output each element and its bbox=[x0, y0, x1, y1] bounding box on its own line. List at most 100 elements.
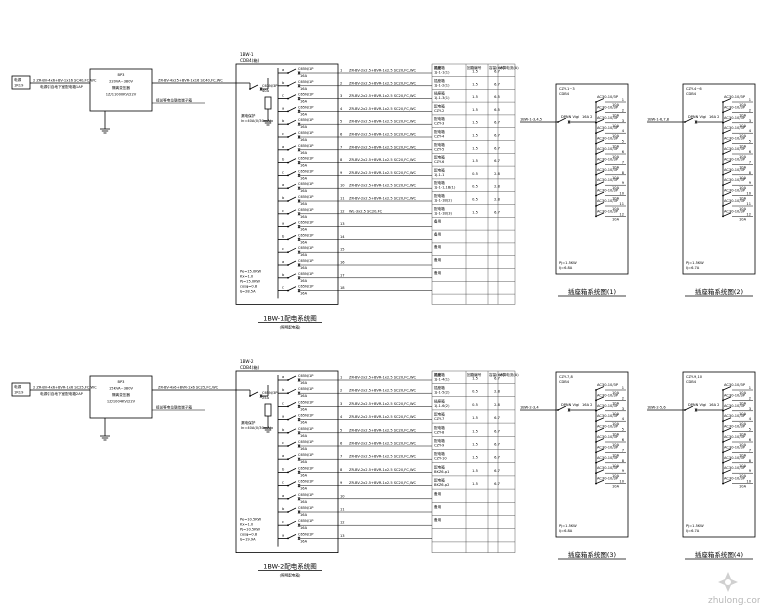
circuit-number: 1 bbox=[340, 376, 342, 380]
breaker-switch-symbol bbox=[287, 171, 301, 178]
outlet-switch-rating: 10A bbox=[612, 207, 620, 211]
circuit-load-label: 插座箱 bbox=[434, 91, 445, 96]
table-header-3: 容量(kW) bbox=[489, 372, 505, 377]
wire-line bbox=[722, 448, 732, 453]
panel-id: 1BW-1 bbox=[240, 52, 254, 57]
outlet-number: 11 bbox=[619, 202, 624, 206]
panel-type: CDB4(箱) bbox=[240, 57, 260, 64]
wire-line bbox=[722, 458, 732, 464]
wire-line bbox=[722, 160, 732, 165]
circuit-number: 13 bbox=[340, 534, 345, 538]
breaker-switch-symbol bbox=[287, 196, 301, 203]
breaker-switch-symbol bbox=[287, 260, 301, 267]
wire-line bbox=[287, 171, 297, 176]
outlet-switch-rating: 10A bbox=[612, 453, 620, 457]
circuit-cable: ZR-BV-2x2.5+BVR-1x2.5 SC20,FC,WC bbox=[349, 402, 417, 406]
circuit-breaker-rating: 16A bbox=[300, 292, 308, 296]
table-header-1: 用途 bbox=[434, 372, 442, 377]
circuit-breaker-rating: 16A bbox=[300, 176, 308, 180]
circuit-breaker-model: C65N/1P bbox=[298, 80, 314, 84]
outlet-switch-model: AC30-10/3P bbox=[597, 116, 619, 120]
circuit-phase: a bbox=[282, 222, 284, 226]
source-box-frame bbox=[11, 382, 31, 397]
wire-line bbox=[297, 84, 301, 88]
circuit-breaker-rating: 16A bbox=[300, 215, 308, 219]
breaker-switch-symbol bbox=[287, 481, 301, 488]
outlet-switch-model: AC30-10/3P bbox=[724, 137, 746, 141]
circuit-amp: 6.7 bbox=[494, 70, 500, 74]
circuit-breaker-model: C65N/1P bbox=[298, 453, 314, 457]
outlet-switch-model: AC30-10/3P bbox=[597, 105, 619, 109]
wire-line bbox=[722, 427, 732, 432]
circuit-number: 17 bbox=[340, 273, 345, 277]
wire-line bbox=[595, 129, 605, 134]
breaker-switch-symbol bbox=[287, 454, 301, 461]
outlet-number: 7 bbox=[749, 160, 751, 164]
breaker-switch-symbol bbox=[287, 520, 301, 527]
circuit-breaker-rating: 16A bbox=[300, 447, 308, 451]
outlet-number: 3 bbox=[749, 407, 751, 411]
breaker-switch-symbol bbox=[287, 534, 301, 541]
circuit-phase: a bbox=[282, 68, 284, 72]
outlet-switch-model: AC30-10/3P bbox=[724, 414, 746, 418]
breaker-switch-symbol bbox=[287, 145, 301, 152]
circuit-amp: 6.7 bbox=[494, 82, 500, 86]
circuit-breaker-rating: 16A bbox=[300, 487, 308, 491]
panel-load-info-3: Pj=10.5KW bbox=[240, 528, 260, 532]
circuit-breaker-rating: 16A bbox=[300, 473, 308, 477]
wire-line bbox=[287, 94, 297, 99]
outlet-number: 3 bbox=[622, 407, 624, 411]
table-header-2: 回路编号 bbox=[467, 65, 482, 70]
panel-load-info-4: cosφ=0.8 bbox=[240, 284, 258, 288]
wire-line bbox=[287, 507, 297, 513]
breaker-switch-symbol bbox=[287, 107, 301, 114]
circuit-phase: b bbox=[282, 273, 285, 277]
outlet-number: 8 bbox=[622, 459, 625, 463]
panel-enclosure bbox=[235, 370, 339, 554]
circuit-load-label: 配电箱 bbox=[434, 142, 445, 147]
wire-line bbox=[557, 117, 567, 123]
circuit-load-no: CZY-3 bbox=[434, 122, 444, 126]
panel-title: 1BW-2配电系统图 bbox=[263, 562, 317, 571]
outlet-switch-model: AC30-10/3P bbox=[597, 383, 619, 387]
circuit-load-no: 1J-1-1 bbox=[434, 173, 444, 177]
circuit-phase: a bbox=[282, 106, 284, 110]
wire-line bbox=[287, 107, 297, 112]
outlet-load-info-1: Pj=1.5KW bbox=[686, 261, 704, 265]
outlet-switch-model: AC30-10/3P bbox=[724, 445, 746, 449]
wire-line bbox=[297, 391, 301, 395]
breaker-switch-symbol bbox=[287, 415, 301, 422]
breaker-switch-symbol bbox=[287, 388, 301, 395]
outlet-switch-rating: 10A bbox=[612, 165, 620, 169]
outlet-switch-rating: 10A bbox=[612, 197, 620, 201]
wire-line bbox=[297, 160, 301, 165]
wire-line bbox=[297, 96, 301, 101]
wire-line bbox=[287, 68, 297, 74]
outlet-number: 10 bbox=[746, 192, 751, 196]
panel-type: CDB4(箱) bbox=[240, 364, 260, 371]
breaker-switch-symbol bbox=[287, 286, 301, 293]
circuit-kw: 1.5 bbox=[472, 429, 478, 433]
circuit-breaker-model: C65N/1P bbox=[298, 414, 314, 418]
wire-line bbox=[297, 224, 301, 229]
outlet-number: 7 bbox=[749, 448, 751, 452]
wire-line bbox=[694, 120, 698, 124]
circuit-breaker-model: C65N/1P bbox=[298, 259, 314, 263]
circuit-breaker-rating: 16A bbox=[300, 189, 308, 193]
ground-conductor-note: 接总等电位联结端子箱 bbox=[156, 98, 192, 103]
